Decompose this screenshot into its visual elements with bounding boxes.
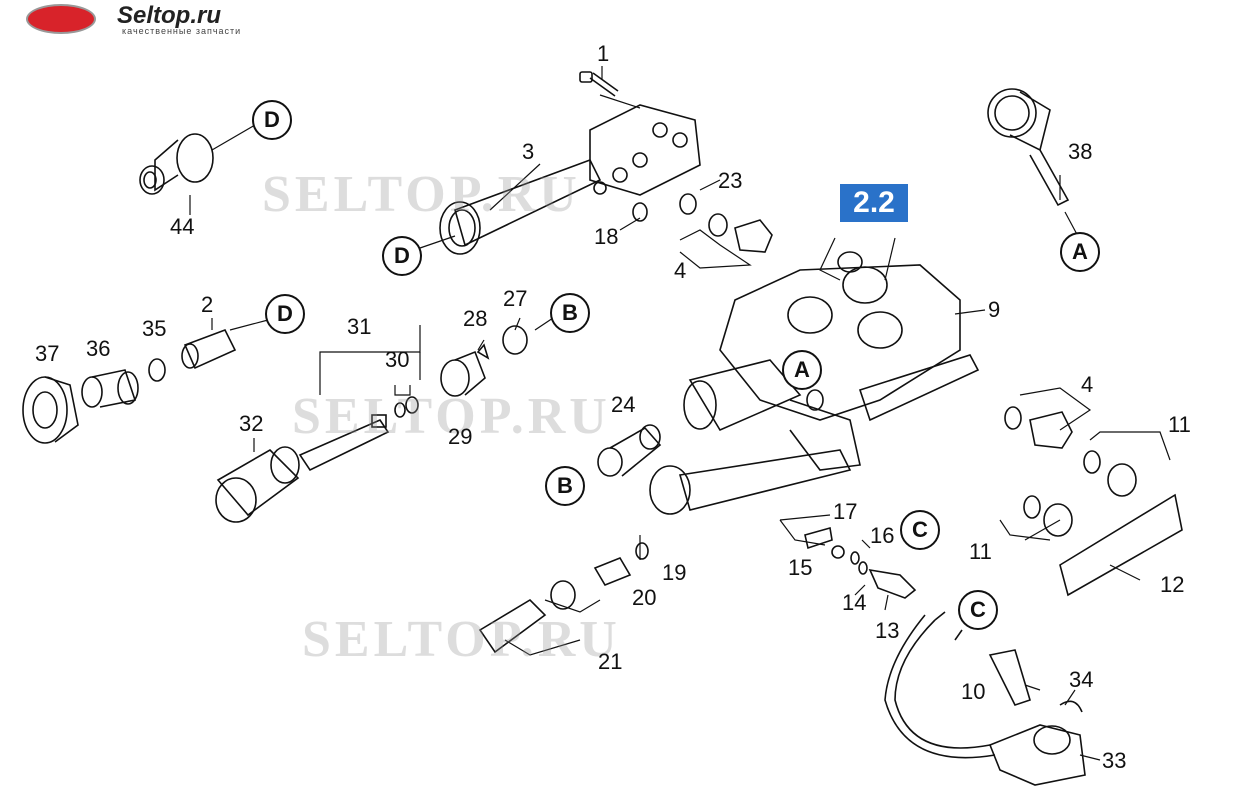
part-label: 33 <box>1102 748 1127 773</box>
part-label: 18 <box>594 224 619 249</box>
part-label: 44 <box>170 214 195 239</box>
part-nipple-13 <box>868 568 917 599</box>
part-label: 34 <box>1069 667 1094 692</box>
callout-b: B <box>550 293 590 333</box>
part-label: 11 <box>969 539 992 564</box>
callout-d: D <box>265 294 305 334</box>
part-label: 21 <box>598 649 623 674</box>
part-label: 37 <box>35 341 60 366</box>
part-label: 28 <box>463 306 488 331</box>
part-pressure-switch-33 <box>884 611 1086 786</box>
part-label: 31 <box>347 314 372 339</box>
part-label: 11 <box>1168 412 1191 437</box>
part-ring-27 <box>502 325 528 355</box>
part-ring-21a <box>550 580 576 610</box>
part-label: 38 <box>1068 139 1093 164</box>
part-valve-21 <box>478 598 547 654</box>
part-label: 16 <box>870 523 895 548</box>
part-filter-2 <box>181 328 237 370</box>
part-label: 17 <box>833 499 858 524</box>
part-label: 9 <box>988 297 1001 322</box>
section-badge: 2.2 <box>840 184 908 222</box>
part-piston-29 <box>440 350 486 397</box>
part-ring-16a <box>850 551 860 565</box>
part-label: 14 <box>842 590 867 615</box>
part-label-12 <box>1059 493 1183 597</box>
part-nipple-36 <box>81 369 139 408</box>
part-ring-16b <box>858 561 868 575</box>
brand-tagline: качественные запчасти <box>122 26 242 36</box>
logo-badge-icon <box>26 4 96 34</box>
callout-c: C <box>958 590 998 630</box>
part-label: 2 <box>201 292 214 317</box>
part-label: 15 <box>788 555 813 580</box>
part-label: 35 <box>142 316 167 341</box>
part-oring-11a <box>1083 450 1101 474</box>
callout-a: A <box>782 350 822 390</box>
part-label: 30 <box>385 347 410 372</box>
part-label: 27 <box>503 286 528 311</box>
part-pump-head-9 <box>649 251 980 515</box>
part-nut-37 <box>22 376 79 444</box>
part-bolt <box>579 71 619 97</box>
part-label: 10 <box>961 679 986 704</box>
watermark: SELTOP.RU <box>302 611 621 668</box>
part-label: 36 <box>86 336 111 361</box>
part-ball-15 <box>831 545 845 559</box>
part-label: 3 <box>522 139 535 164</box>
part-spring-valve-24 <box>597 424 662 477</box>
callout-b: B <box>545 466 585 506</box>
callout-d: D <box>252 100 292 140</box>
part-oring-35 <box>148 358 166 382</box>
part-plug-11b <box>1043 503 1073 537</box>
watermark: SELTOP.RU <box>262 166 581 223</box>
callout-c: C <box>900 510 940 550</box>
part-stem-31 <box>298 414 390 472</box>
part-label: 23 <box>718 168 743 193</box>
part-valve-20 <box>593 557 632 586</box>
part-label: 4 <box>674 258 687 283</box>
part-gauge-38 <box>987 88 1070 207</box>
part-spring-17 <box>804 526 833 550</box>
part-label: 29 <box>448 424 473 449</box>
part-connector-44 <box>139 133 214 195</box>
part-valve-4b <box>1029 411 1073 449</box>
part-plug-11a <box>1107 463 1137 497</box>
brand-logo: Seltop.ru качественные запчасти <box>22 2 322 36</box>
part-knob-32 <box>215 446 300 523</box>
watermark: SELTOP.RU <box>292 388 611 445</box>
part-label: 4 <box>1081 372 1094 397</box>
part-label: 12 <box>1160 572 1185 597</box>
part-oring-4b <box>1004 406 1022 430</box>
part-label: 20 <box>632 585 657 610</box>
callout-a: A <box>1060 232 1100 272</box>
callout-d: D <box>382 236 422 276</box>
part-ring-30a <box>394 402 406 418</box>
part-label: 32 <box>239 411 264 436</box>
part-label: 13 <box>875 618 900 643</box>
part-ring-19 <box>635 542 649 560</box>
part-ring-30b <box>405 396 419 414</box>
part-seals-top <box>632 193 773 253</box>
part-clip-28 <box>476 343 490 360</box>
part-clip-34 <box>1059 700 1083 713</box>
brand-name: Seltop.ru <box>117 2 222 29</box>
part-label: 19 <box>662 560 687 585</box>
part-label: 24 <box>611 392 636 417</box>
part-spring-10 <box>988 649 1031 706</box>
part-label: 1 <box>597 41 610 66</box>
part-manifold-3 <box>439 104 701 255</box>
part-oring-11b <box>1023 495 1041 519</box>
